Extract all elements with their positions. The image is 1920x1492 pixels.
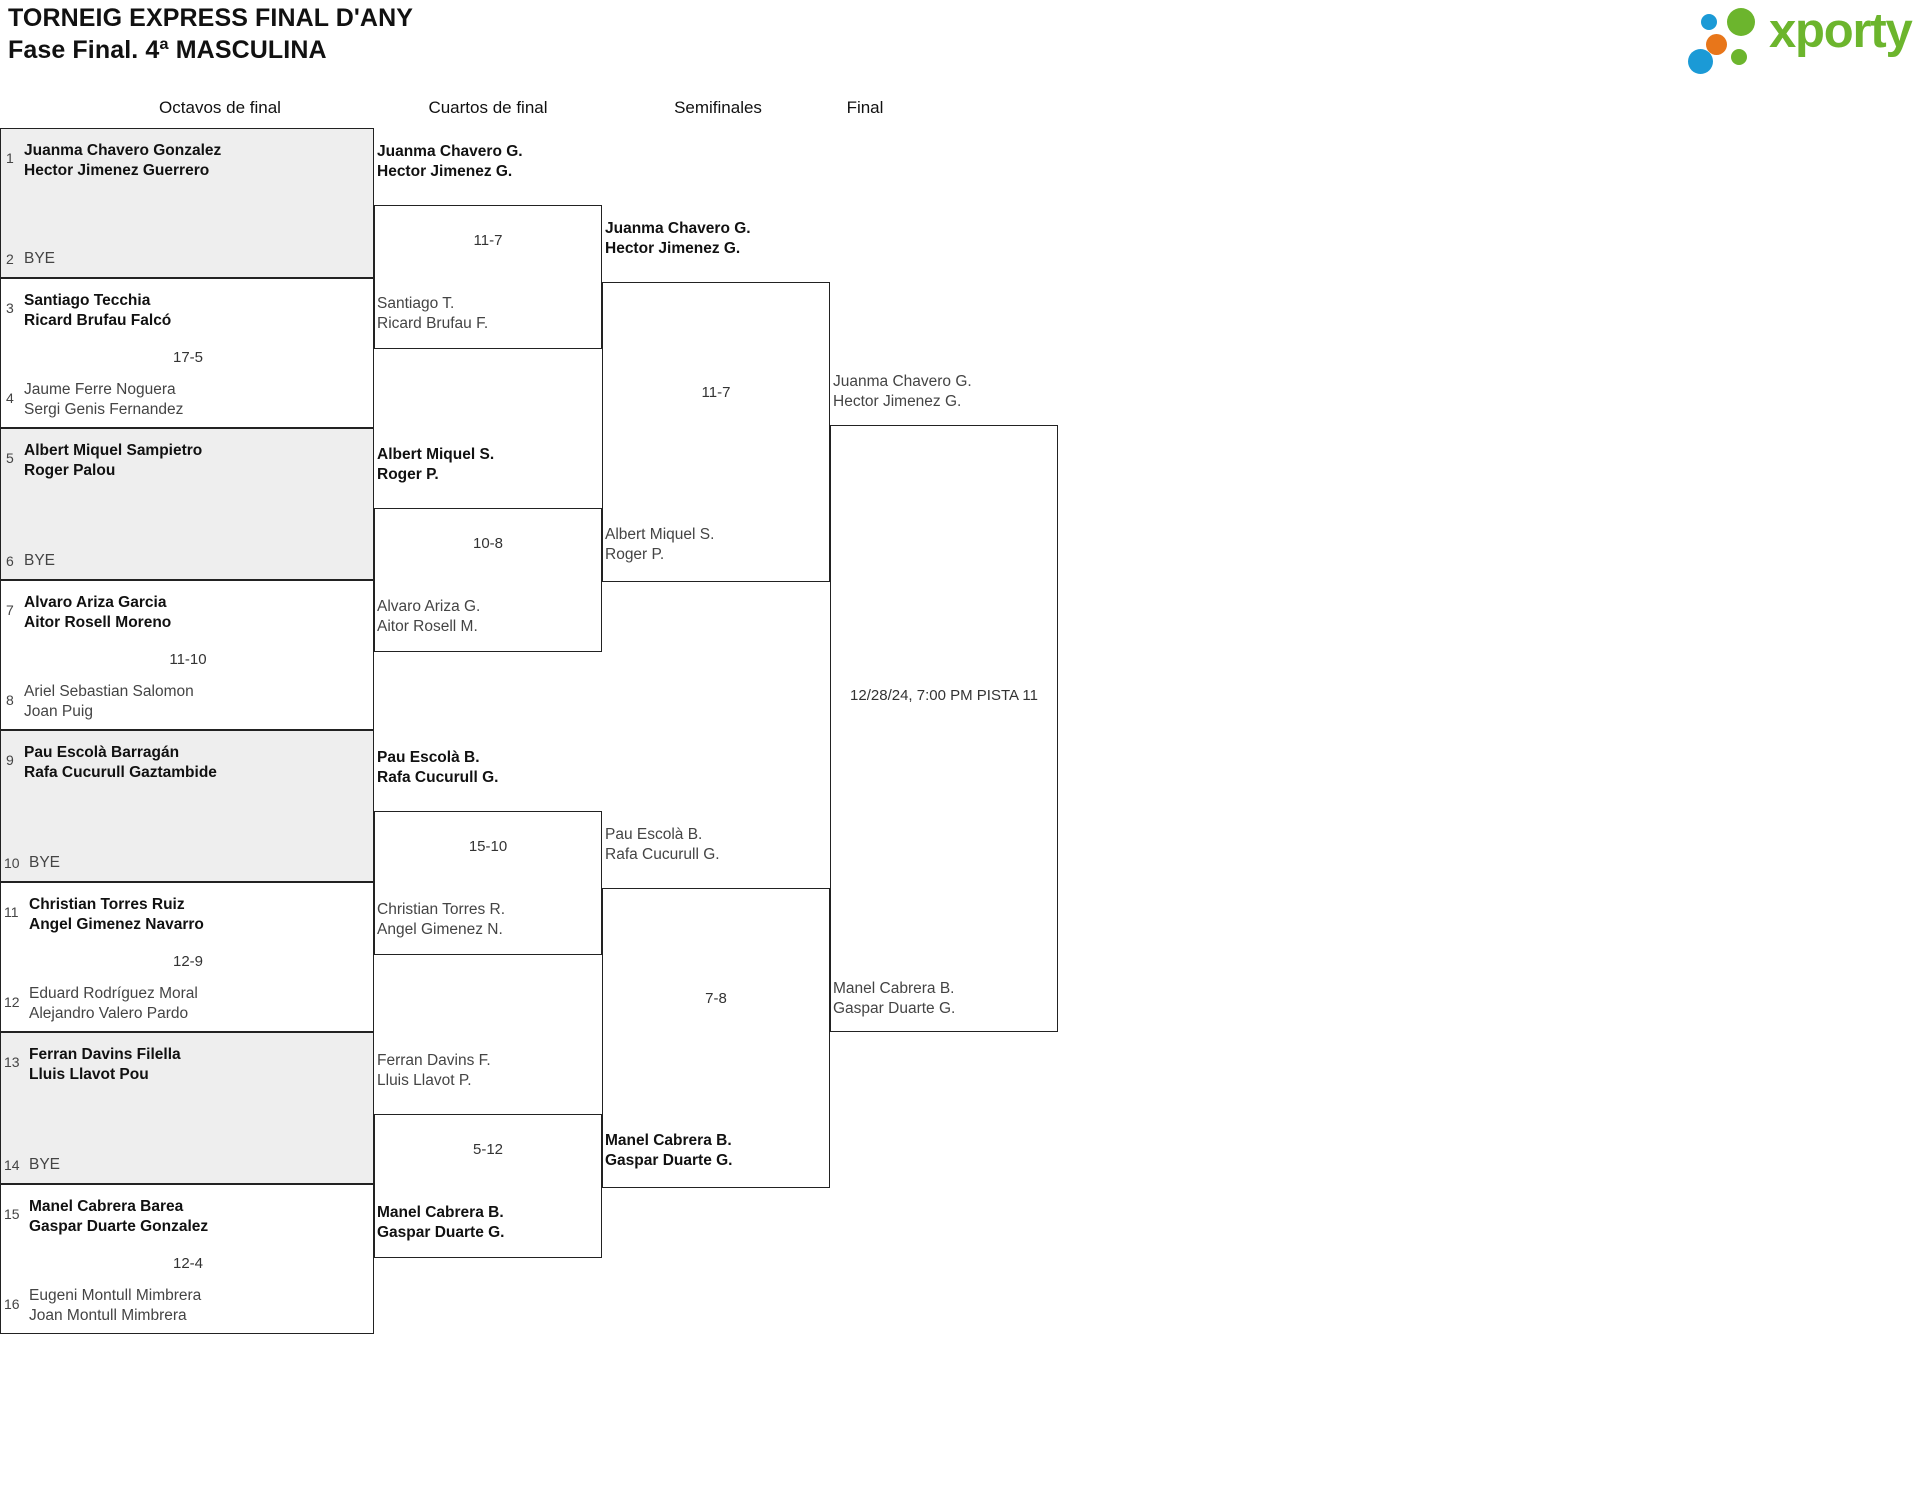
r16-match-3[interactable]: 5 Albert Miquel Sampietro Roger Palou 6 …	[0, 428, 374, 580]
qf-team-bottom-3: Christian Torres R. Angel Gimenez N.	[377, 901, 506, 938]
qf-bracket-1[interactable]	[374, 205, 602, 349]
r16-team-bottom: Eduard Rodríguez Moral Alejandro Valero …	[29, 985, 198, 1022]
r16-team-top: Christian Torres Ruiz Angel Gimenez Nava…	[29, 896, 204, 933]
qf-team-bottom-2: Alvaro Ariza G. Aitor Rosell M.	[377, 598, 481, 635]
sf-team-top-2: Pau Escolà B. Rafa Cucurull G.	[605, 826, 720, 863]
qf-bracket-3[interactable]	[374, 811, 602, 955]
logo-dot-blue-small	[1701, 14, 1717, 30]
seed-number: 9	[6, 752, 14, 768]
logo-dot-green-small	[1731, 49, 1747, 65]
r16-match-5[interactable]: 9 Pau Escolà Barragán Rafa Cucurull Gazt…	[0, 730, 374, 882]
logo-dot-orange	[1706, 34, 1727, 55]
final-bracket[interactable]	[830, 425, 1058, 1032]
r16-team-top: Alvaro Ariza Garcia Aitor Rosell Moreno	[24, 594, 172, 631]
r16-match-2[interactable]: 3 Santiago Tecchia Ricard Brufau Falcó 1…	[0, 278, 374, 428]
final-team-top: Juanma Chavero G. Hector Jimenez G.	[833, 373, 972, 410]
sf-team-bottom-2: Manel Cabrera B. Gaspar Duarte G.	[605, 1132, 733, 1169]
r16-team-bottom: Jaume Ferre Noguera Sergi Genis Fernande…	[24, 381, 184, 418]
qf-team-top-4: Ferran Davins F. Lluis Llavot P.	[377, 1052, 491, 1089]
seed-number: 13	[4, 1054, 20, 1070]
r16-team-top: Santiago Tecchia Ricard Brufau Falcó	[24, 292, 172, 329]
r16-team-bottom-bye: BYE	[29, 854, 61, 871]
r16-team-bottom-bye: BYE	[24, 552, 56, 569]
round-heading-octavos: Octavos de final	[159, 98, 281, 117]
qf-bracket-4[interactable]	[374, 1114, 602, 1258]
r16-team-top: Albert Miquel Sampietro Roger Palou	[24, 442, 203, 479]
qf-score-4: 5-12	[472, 1141, 504, 1158]
logo-dot-blue-large	[1688, 49, 1713, 74]
r16-match-7[interactable]: 13 Ferran Davins Filella Lluis Llavot Po…	[0, 1032, 374, 1184]
seed-number: 16	[4, 1296, 20, 1312]
qf-team-top-3: Pau Escolà B. Rafa Cucurull G.	[377, 749, 499, 786]
xporty-logo: xporty	[1655, 4, 1920, 74]
seed-number: 3	[6, 300, 14, 316]
round-heading-cuartos: Cuartos de final	[428, 98, 548, 117]
qf-team-bottom-1: Santiago T. Ricard Brufau F.	[377, 295, 489, 332]
r16-score: 12-4	[172, 1255, 204, 1272]
r16-team-top: Manel Cabrera Barea Gaspar Duarte Gonzal…	[29, 1198, 209, 1235]
final-schedule: 12/28/24, 7:00 PM PISTA 11	[850, 687, 1038, 704]
logo-wordmark: xporty	[1769, 4, 1913, 58]
qf-score-2: 10-8	[472, 535, 504, 552]
seed-number: 10	[4, 855, 20, 871]
sf-bracket-1[interactable]	[602, 282, 830, 582]
sf-score-1: 11-7	[701, 384, 731, 401]
qf-team-bottom-4: Manel Cabrera B. Gaspar Duarte G.	[377, 1204, 505, 1241]
seed-number: 1	[6, 150, 14, 166]
r16-score: 17-5	[172, 349, 204, 366]
sf-bracket-2[interactable]	[602, 888, 830, 1188]
seed-number: 7	[6, 602, 14, 618]
r16-score: 12-9	[172, 953, 204, 970]
seed-number: 8	[6, 692, 14, 708]
seed-number: 5	[6, 450, 14, 466]
page-title-line-1: TORNEIG EXPRESS FINAL D'ANY	[8, 4, 414, 32]
round-heading-semifinales: Semifinales	[674, 98, 762, 117]
qf-score-3: 15-10	[468, 838, 508, 855]
qf-team-top-1: Juanma Chavero G. Hector Jimenez G.	[377, 143, 523, 180]
r16-match-6[interactable]: 11 Christian Torres Ruiz Angel Gimenez N…	[0, 882, 374, 1032]
seed-number: 15	[4, 1206, 20, 1222]
r16-team-bottom: Eugeni Montull Mimbrera Joan Montull Mim…	[29, 1287, 202, 1324]
seed-number: 2	[6, 251, 14, 267]
seed-number: 12	[4, 994, 20, 1010]
r16-score: 11-10	[169, 651, 207, 668]
r16-team-top: Ferran Davins Filella Lluis Llavot Pou	[29, 1046, 181, 1083]
sf-team-top-1: Juanma Chavero G. Hector Jimenez G.	[605, 220, 751, 257]
r16-team-bottom-bye: BYE	[24, 250, 56, 267]
seed-number: 4	[6, 390, 14, 406]
r16-team-bottom: Ariel Sebastian Salomon Joan Puig	[24, 683, 194, 720]
qf-bracket-2[interactable]	[374, 508, 602, 652]
seed-number: 6	[6, 553, 14, 569]
logo-dot-green-large	[1727, 8, 1755, 36]
qf-team-top-2: Albert Miquel S. Roger P.	[377, 446, 495, 483]
page-title: TORNEIG EXPRESS FINAL D'ANY Fase Final. …	[8, 2, 413, 66]
round-heading-final: Final	[846, 98, 884, 117]
qf-score-1: 11-7	[473, 232, 503, 249]
final-team-bottom: Manel Cabrera B. Gaspar Duarte G.	[833, 980, 956, 1017]
seed-number: 11	[4, 904, 19, 920]
r16-team-top: Juanma Chavero Gonzalez Hector Jimenez G…	[24, 142, 222, 179]
sf-score-2: 7-8	[705, 990, 727, 1007]
seed-number: 14	[4, 1157, 20, 1173]
r16-match-4[interactable]: 7 Alvaro Ariza Garcia Aitor Rosell Moren…	[0, 580, 374, 730]
page-title-line-2: Fase Final. 4ª MASCULINA	[8, 36, 327, 64]
r16-match-8[interactable]: 15 Manel Cabrera Barea Gaspar Duarte Gon…	[0, 1184, 374, 1334]
r16-match-1[interactable]: 1 Juanma Chavero Gonzalez Hector Jimenez…	[0, 128, 374, 278]
r16-team-bottom-bye: BYE	[29, 1156, 61, 1173]
r16-team-top: Pau Escolà Barragán Rafa Cucurull Gaztam…	[24, 744, 217, 781]
sf-team-bottom-1: Albert Miquel S. Roger P.	[605, 526, 715, 563]
